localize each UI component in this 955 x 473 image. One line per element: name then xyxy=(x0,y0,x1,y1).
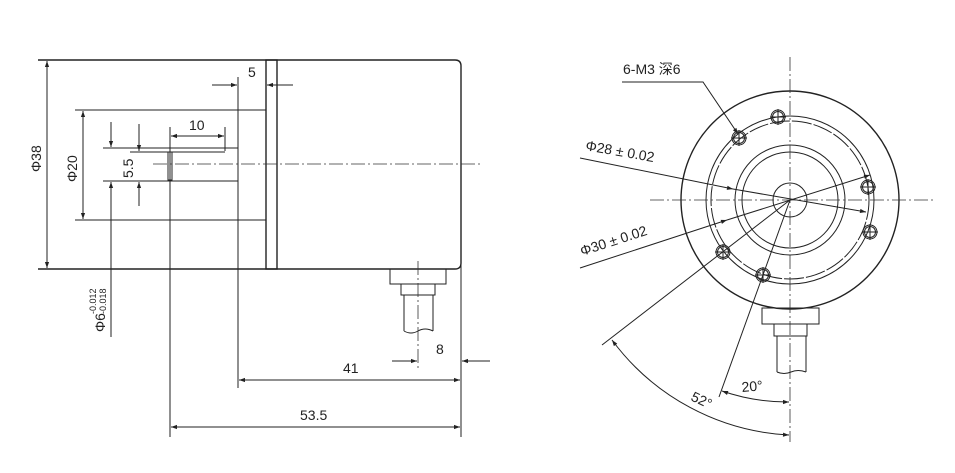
label-bolt-circle-2: Φ30 ± 0.02 xyxy=(578,222,649,259)
mounting-hole xyxy=(770,109,786,125)
label-flat-len: 10 xyxy=(189,117,205,133)
mounting-hole xyxy=(731,130,747,146)
flange-plate xyxy=(265,59,278,270)
dim-bolt-circle-1-right xyxy=(732,188,867,214)
angle-20-line xyxy=(718,199,791,398)
encoder-body xyxy=(38,59,462,270)
angle-52-line xyxy=(601,199,791,346)
label-connector-offset: 8 xyxy=(436,341,444,357)
label-shaft-tol-lower: -0.018 xyxy=(98,288,108,314)
label-total-len: 53.5 xyxy=(300,407,327,423)
label-shaft-dia: Φ6 xyxy=(92,313,108,332)
label-shaft-tol-upper: -0.012 xyxy=(88,288,98,314)
front-connector xyxy=(761,307,820,374)
holes-leader xyxy=(622,81,739,135)
label-flat: 5.5 xyxy=(120,158,136,178)
extension-lines xyxy=(169,77,462,437)
mounting-holes xyxy=(715,109,878,283)
dim-bolt-circle-1-left xyxy=(579,157,734,190)
label-body-len: 41 xyxy=(343,360,359,376)
mounting-hole xyxy=(862,224,878,240)
label-angle-52: 52° xyxy=(689,388,715,411)
label-flange: 5 xyxy=(248,64,256,80)
dim-bolt-circle-2-right xyxy=(726,174,871,221)
mounting-hole xyxy=(860,179,876,195)
label-outer-dia: Φ38 xyxy=(28,145,44,172)
angle-52-arc xyxy=(611,339,790,437)
angle-20-arc xyxy=(721,390,790,405)
label-angle-20: 20° xyxy=(741,377,763,395)
dim-bolt-circle-2-left xyxy=(579,219,728,269)
label-pilot-dia: Φ20 xyxy=(64,155,80,182)
label-holes-note: 6-M3 深6 xyxy=(623,61,681,77)
side-view: Φ38 Φ20 Φ6 -0.012 -0.018 5.5 10 5 8 41 5… xyxy=(28,59,490,437)
front-view: 6-M3 深6 Φ28 ± 0.02 Φ30 ± 0.02 52° 20° xyxy=(578,57,935,442)
mounting-hole xyxy=(715,244,731,260)
connector xyxy=(389,261,447,370)
